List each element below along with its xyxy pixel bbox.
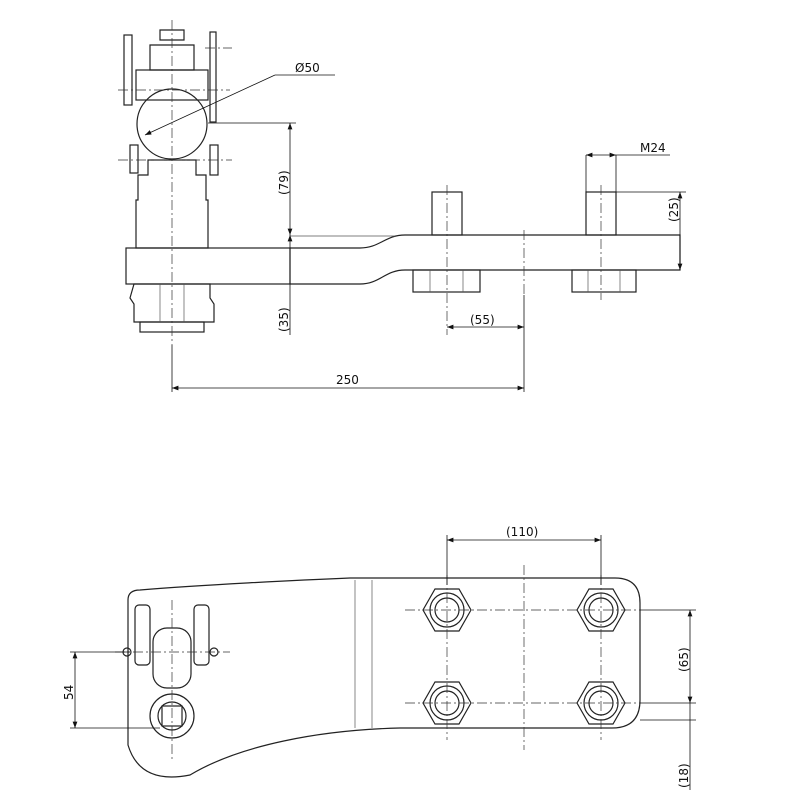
dim-height-upper: (79) [277, 170, 291, 195]
bolt-holes [405, 565, 640, 750]
dim-thread: M24 [640, 141, 666, 155]
top-dimensions: Ø50 M24 (79) (35) (25) (55) 250 [144, 61, 686, 392]
clevis-bottom [115, 600, 230, 760]
dim-hole-spacing-y: (65) [677, 647, 691, 672]
dim-height-lower: (35) [277, 307, 291, 332]
dim-length: 250 [336, 373, 359, 387]
dim-eye-offset: 54 [62, 685, 76, 700]
dim-ball-diameter: Ø50 [295, 61, 320, 75]
dim-hole-spacing-x: (110) [506, 525, 538, 539]
dim-stud-height: (25) [667, 197, 681, 222]
top-view: Ø50 M24 (79) (35) (25) (55) 250 [118, 20, 686, 392]
clevis-assembly [118, 20, 291, 345]
bottom-dimensions: (110) (65) (18) 54 [62, 525, 696, 790]
dim-edge-offset: (18) [677, 763, 691, 788]
bottom-view: (110) (65) (18) 54 [62, 525, 696, 790]
arm [290, 234, 681, 285]
dim-stud-offset: (55) [470, 313, 495, 327]
studs [412, 185, 637, 335]
plate [127, 577, 641, 778]
